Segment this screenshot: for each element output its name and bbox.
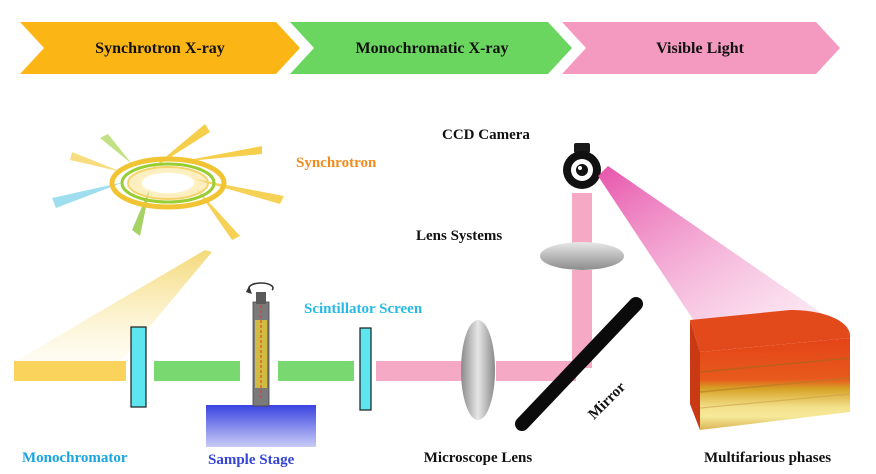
visible-light-beam-segment [496, 361, 576, 381]
monochromatic-beam-segment [278, 361, 354, 381]
ccd-camera-lens-icon [576, 164, 588, 176]
xray-emission-cone [14, 250, 212, 362]
banner-stage1-label: Synchrotron X-ray [95, 40, 225, 57]
synchrotron-source [52, 124, 284, 240]
synchrotron-ring-mid [120, 162, 216, 204]
monochromator-label: Monochromator [22, 450, 128, 466]
synchrotron-xray-beam [14, 361, 126, 381]
sample-stage-assembly [206, 282, 316, 447]
process-banner: Synchrotron X-ray Monochromatic X-ray Vi… [20, 22, 840, 74]
ccd-camera-label: CCD Camera [442, 127, 530, 143]
synchrotron-ray [178, 146, 262, 162]
synchrotron-ray [70, 152, 122, 172]
banner-stage2-label: Monochromatic X-ray [356, 40, 509, 57]
rotation-arrow-head-icon [246, 286, 252, 294]
synchrotron-ray [52, 182, 124, 208]
visible-light-vertical-beam [572, 270, 592, 368]
sample-specimen [255, 320, 267, 388]
multifarious-phases-label: Multifarious phases [704, 450, 831, 466]
phase-layer-line [699, 393, 851, 409]
visible-light-vertical-beam [572, 193, 592, 243]
phase-sample-block [690, 310, 851, 430]
synchrotron-core [142, 173, 194, 193]
banner-stage-visible-light [562, 22, 840, 74]
phase-block-side [690, 320, 700, 430]
sample-holder-cap [256, 292, 266, 304]
synchrotron-label: Synchrotron [296, 155, 377, 171]
lens-systems [540, 242, 624, 270]
lens-systems-label: Lens Systems [416, 228, 502, 244]
banner-stage-monochromatic-xray [290, 22, 572, 74]
scintillator-screen-label: Scintillator Screen [304, 301, 423, 317]
monochromatic-beam-segment [154, 361, 240, 381]
phase-block-front [700, 338, 850, 430]
phase-block-top [690, 310, 851, 352]
synchrotron-ring-outer [109, 156, 227, 210]
mirror-label: Mirror [586, 379, 630, 423]
ccd-camera-mount [574, 143, 590, 153]
mirror [515, 297, 643, 431]
ccd-camera-lens-glint [578, 166, 582, 170]
microscope-lens [461, 320, 495, 420]
synchrotron-ray [100, 134, 132, 164]
banner-stage3-label: Visible Light [656, 40, 745, 57]
banner-stage-synchrotron-xray [20, 22, 300, 74]
microscope-lens-label: Microscope Lens [424, 450, 533, 466]
ccd-camera [563, 143, 601, 189]
scintillator-screen [359, 327, 372, 411]
phase-layer-line [699, 357, 851, 373]
phase-layer-line [699, 377, 851, 393]
imaging-cone [598, 166, 846, 330]
rotation-arrow-icon [248, 282, 274, 291]
monochromator-crystal [130, 326, 147, 408]
sample-stage-label: Sample Stage [208, 452, 295, 468]
beam-path [14, 193, 592, 381]
sample-stage-base [206, 405, 316, 447]
visible-light-beam-segment [376, 361, 462, 381]
